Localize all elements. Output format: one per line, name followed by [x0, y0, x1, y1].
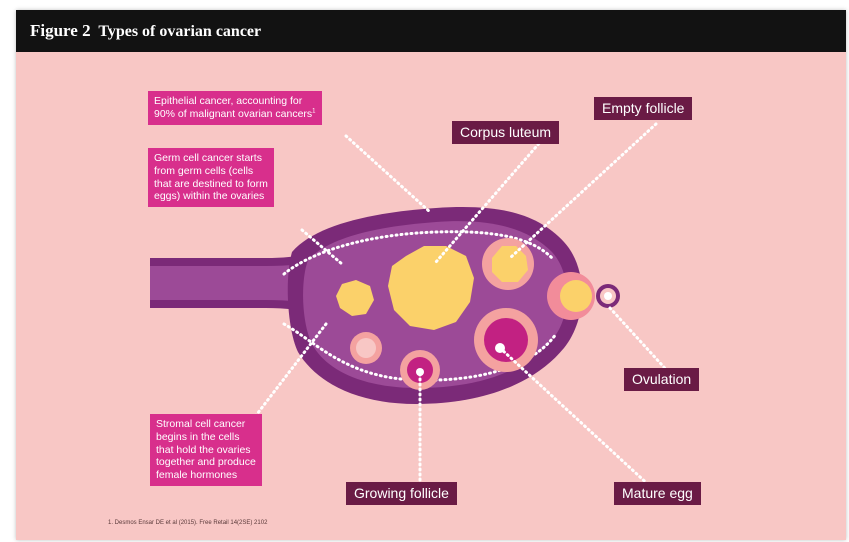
germ-cell-line-1: Germ cell cancer starts [154, 152, 268, 165]
stromal-line-4: together and produce [156, 456, 256, 469]
footnote-marker: 1 [312, 108, 315, 114]
leader-epithelial [346, 136, 430, 212]
label-corpus-luteum: Corpus luteum [452, 121, 559, 144]
leader-ovulation [610, 308, 672, 376]
germ-cell-line-2: from germ cells (cells [154, 165, 268, 178]
label-stromal-cell-cancer: Stromal cell cancer begins in the cells … [150, 414, 262, 486]
mature-egg-follicle [474, 308, 538, 372]
figure-title-bar: Figure 2 Types of ovarian cancer [16, 10, 846, 52]
label-ovulation: Ovulation [624, 368, 699, 391]
epithelial-line-1: Epithelial cancer, accounting for [154, 95, 316, 108]
figure-title-text: Types of ovarian cancer [98, 23, 261, 40]
growing-follicle-1 [350, 332, 382, 364]
stromal-line-2: begins in the cells [156, 431, 256, 444]
empty-follicle [482, 238, 534, 290]
label-growing-follicle: Growing follicle [346, 482, 457, 505]
figure-number: Figure 2 [30, 21, 91, 40]
stromal-line-3: that hold the ovaries [156, 444, 256, 457]
germ-cell-line-3: that are destined to form [154, 178, 268, 191]
ovary-diagram [16, 52, 846, 540]
released-egg [596, 284, 620, 308]
figure-title: Figure 2 Types of ovarian cancer [30, 21, 261, 41]
label-epithelial-cancer: Epithelial cancer, accounting for 90% of… [148, 91, 322, 125]
stromal-line-1: Stromal cell cancer [156, 418, 256, 431]
epithelial-line-2: 90% of malignant ovarian cancers1 [154, 108, 316, 121]
figure-panel: Figure 2 Types of ovarian cancer [16, 10, 846, 540]
stromal-line-5: female hormones [156, 469, 256, 482]
germ-cell-line-4: eggs) within the ovaries [154, 190, 268, 203]
label-mature-egg: Mature egg [614, 482, 701, 505]
footnote: 1. Desmos Ensar DE et al (2015). Free Re… [108, 520, 267, 526]
label-germ-cell-cancer: Germ cell cancer starts from germ cells … [148, 148, 274, 207]
label-empty-follicle: Empty follicle [594, 97, 692, 120]
